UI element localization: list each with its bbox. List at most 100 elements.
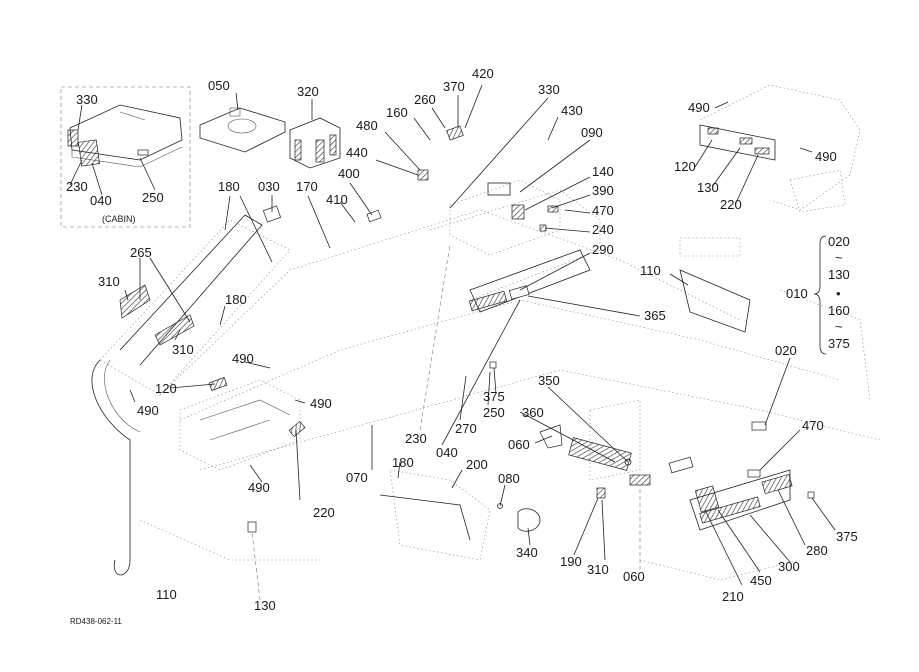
callout-200: 200 <box>466 457 488 472</box>
callout-490: 490 <box>310 396 332 411</box>
callout-350: 350 <box>538 373 560 388</box>
part-050-plate <box>199 107 286 153</box>
callout-060: 060 <box>508 437 530 452</box>
decal-290 <box>468 290 508 312</box>
callout-340: 340 <box>516 545 538 560</box>
callout-430: 430 <box>561 103 583 118</box>
callout-360: 360 <box>522 405 544 420</box>
range-tilde-top: ~ <box>835 250 843 265</box>
horn-340 <box>517 508 541 532</box>
callout-020: 020 <box>775 343 797 358</box>
callout-320: 320 <box>297 84 319 99</box>
callout-060: 060 <box>623 569 645 584</box>
bonnet-assembly <box>699 84 861 213</box>
callout-210: 210 <box>722 589 744 604</box>
callout-310: 310 <box>172 342 194 357</box>
cabin-decal-330 <box>67 129 79 147</box>
range-tilde-bottom: ~ <box>835 319 843 334</box>
callout-375: 375 <box>836 529 858 544</box>
callout-080: 080 <box>498 471 520 486</box>
callout-240: 240 <box>592 222 614 237</box>
cabin-note: (CABIN) <box>102 214 136 224</box>
part-320-box <box>289 117 341 169</box>
callout-170: 170 <box>296 179 318 194</box>
callout-470: 470 <box>802 418 824 433</box>
range-020: 020 <box>828 234 850 249</box>
range-brace <box>813 235 827 355</box>
callout-480: 480 <box>356 118 378 133</box>
frame-bracket <box>379 494 471 541</box>
tractor-body <box>91 125 881 581</box>
bonnet-decal-strip <box>699 124 776 161</box>
callout-365: 365 <box>644 308 666 323</box>
callout-230: 230 <box>66 179 88 194</box>
callout-490: 490 <box>232 351 254 366</box>
range-bullet: • <box>836 286 841 301</box>
leader-lines <box>69 84 836 601</box>
callout-140: 140 <box>592 164 614 179</box>
callout-190: 190 <box>560 554 582 569</box>
callout-160: 160 <box>386 105 408 120</box>
callout-250: 250 <box>483 405 505 420</box>
range-160: 160 <box>828 303 850 318</box>
callout-490: 490 <box>248 480 270 495</box>
callout-410: 410 <box>326 192 348 207</box>
cabin-decal-250 <box>137 149 149 156</box>
callout-180: 180 <box>392 455 414 470</box>
callout-270: 270 <box>455 421 477 436</box>
left-fender-rail <box>119 214 263 366</box>
callout-310: 310 <box>587 562 609 577</box>
callout-490: 490 <box>688 100 710 115</box>
callout-180: 180 <box>218 179 240 194</box>
callout-250: 250 <box>142 190 164 205</box>
callout-220: 220 <box>313 505 335 520</box>
callout-265: 265 <box>130 245 152 260</box>
callout-030: 030 <box>258 179 280 194</box>
callout-420: 420 <box>472 66 494 81</box>
callout-110: 110 <box>640 263 661 278</box>
range-group-010: 010 <box>786 286 808 301</box>
callout-370: 370 <box>443 79 465 94</box>
callout-390: 390 <box>592 183 614 198</box>
range-bracket <box>813 235 827 355</box>
callout-280: 280 <box>806 543 828 558</box>
callout-260: 260 <box>414 92 436 107</box>
cabin-inset-frame <box>60 86 191 228</box>
part-110-panel <box>679 269 751 333</box>
callout-070: 070 <box>346 470 368 485</box>
rear-hitch-arm <box>91 359 131 576</box>
callout-470: 470 <box>592 203 614 218</box>
cabin-decal-230 <box>78 139 100 167</box>
callout-490: 490 <box>815 149 837 164</box>
callout-375: 375 <box>483 389 505 404</box>
callout-050: 050 <box>208 78 230 93</box>
cabin-inset <box>60 86 191 228</box>
callout-180: 180 <box>225 292 247 307</box>
callout-130: 130 <box>254 598 276 613</box>
callout-300: 300 <box>778 559 800 574</box>
callout-040: 040 <box>436 445 458 460</box>
drawing-code: RD438-062-11 <box>70 617 122 626</box>
callout-490: 490 <box>137 403 159 418</box>
callout-440: 440 <box>346 145 368 160</box>
callout-310: 310 <box>98 274 120 289</box>
callout-130: 130 <box>697 180 719 195</box>
callout-120: 120 <box>155 381 177 396</box>
callout-090: 090 <box>581 125 603 140</box>
callout-120: 120 <box>674 159 696 174</box>
callout-220: 220 <box>720 197 742 212</box>
callout-330: 330 <box>538 82 560 97</box>
callout-400: 400 <box>338 166 360 181</box>
side-panel-strip <box>689 469 791 531</box>
range-375: 375 <box>828 336 850 351</box>
callout-110: 110 <box>156 587 177 602</box>
top-parts <box>199 107 341 169</box>
callout-040: 040 <box>90 193 112 208</box>
callout-290: 290 <box>592 242 614 257</box>
callout-330: 330 <box>76 92 98 107</box>
range-130: 130 <box>828 267 850 282</box>
callout-450: 450 <box>750 573 772 588</box>
callout-230: 230 <box>405 431 427 446</box>
